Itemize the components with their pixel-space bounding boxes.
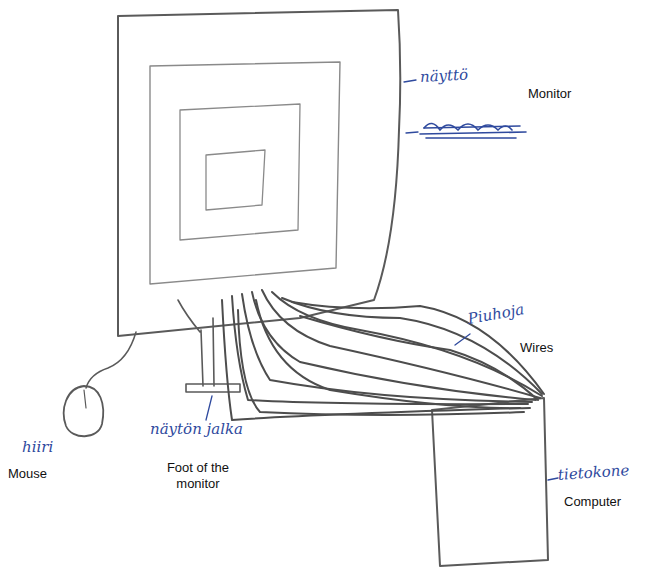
- finnish-label: Piuhoja: [466, 295, 558, 328]
- leader-line: [548, 478, 558, 480]
- monitor-foot: [178, 300, 240, 392]
- finnish-label: näytön jalka: [150, 420, 270, 438]
- english-label: Computer: [564, 494, 654, 510]
- english-label: Monitor: [528, 86, 618, 102]
- finnish-label: tietokone: [557, 458, 668, 484]
- finnish-label: näyttö: [420, 63, 511, 86]
- leader-line: [404, 80, 416, 82]
- mouse-cable: [86, 332, 136, 388]
- english-label: Foot of the monitor: [152, 460, 244, 491]
- english-label: Wires: [520, 340, 610, 356]
- leader-line: [406, 132, 418, 133]
- screen-frame: [150, 62, 340, 284]
- computer-case: [432, 398, 548, 566]
- mouse-shape: [64, 386, 103, 436]
- english-label: Mouse: [8, 466, 78, 482]
- leader-lines: [206, 80, 558, 480]
- leader-line: [206, 396, 212, 420]
- screen-inner: [180, 104, 300, 240]
- crossed-out-word: [420, 123, 526, 138]
- monitor-outline: [118, 10, 400, 336]
- leader-line: [455, 334, 470, 345]
- mouse-button: [84, 390, 86, 408]
- screen-center: [206, 150, 265, 210]
- finnish-label: hiiri: [22, 438, 82, 456]
- pencil-drawing: [64, 10, 548, 566]
